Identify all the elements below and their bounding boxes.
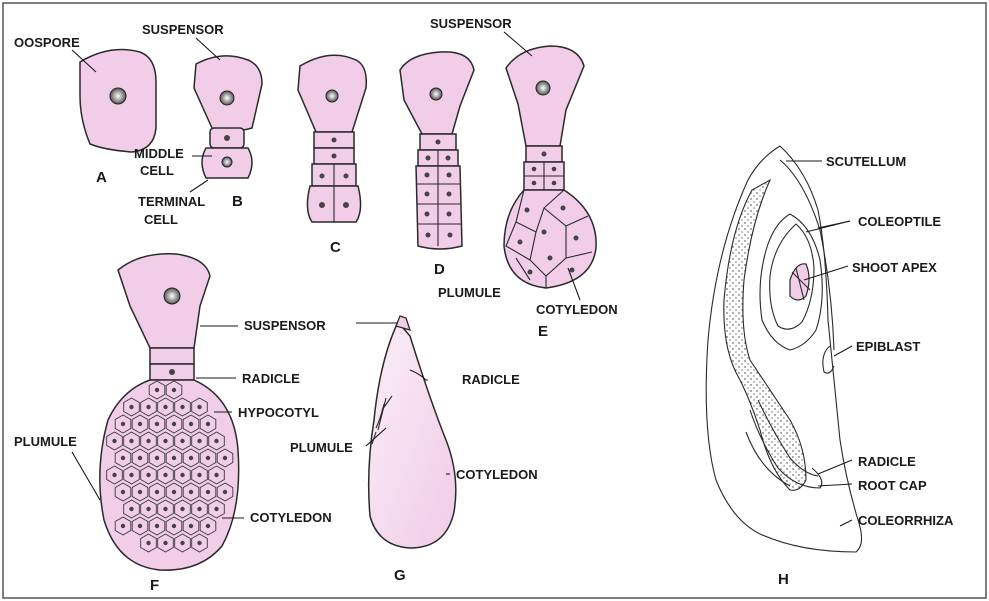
stage-f-cell-nucleus [121,490,125,494]
figure-letter-e: E [538,323,548,340]
stage-f-cell-nucleus [138,490,142,494]
stage-a-oospore [80,50,156,152]
label-root-cap: ROOT CAP [858,478,927,493]
stage-f-cell-nucleus [121,456,125,460]
stage-f-cell-nucleus [138,456,142,460]
figure-letter-d: D [434,261,445,278]
label-radicle-g: RADICLE [462,372,520,387]
stage-f-cell-nucleus [172,490,176,494]
stage-f-cell-nucleus [180,541,184,545]
stage-f-cell-nucleus [129,473,133,477]
stage-f-cell-nucleus [189,524,193,528]
label-plumule-e: PLUMULE [438,285,501,300]
label-scutellum: SCUTELLUM [826,154,906,169]
label-epiblast: EPIBLAST [856,339,920,354]
stage-f-cell-nucleus [138,524,142,528]
stage-f-cell-nucleus [163,405,167,409]
stage-f-cell-nucleus [189,422,193,426]
stage-f-cell-nucleus [112,439,116,443]
stage-f-cell-nucleus [172,422,176,426]
stage-f-cell-nucleus [206,490,210,494]
stage-f-cell-nucleus [197,473,201,477]
stage-f-cell-nucleus [146,507,150,511]
stage-f-cell-nucleus [163,473,167,477]
label-suspensor-f: SUSPENSOR [244,318,326,333]
stage-f-cell-nucleus [138,422,142,426]
stage-f-cell-nucleus [189,490,193,494]
figure-letter-a: A [96,169,107,186]
label-suspensor-b: SUSPENSOR [142,22,224,37]
stage-f-cell-nucleus [214,507,218,511]
label-plumule-g: PLUMULE [290,440,353,455]
label-coleorrhiza: COLEORRHIZA [858,513,954,528]
label-radicle-h: RADICLE [858,454,916,469]
stage-f-cell-nucleus [180,405,184,409]
label-plumule-f: PLUMULE [14,434,77,449]
stage-f-cell-nucleus [172,524,176,528]
stage-f-cell-nucleus [197,507,201,511]
stage-f-cell-nucleus [163,439,167,443]
stage-f-cell-nucleus [206,456,210,460]
figure-letter-h: H [778,571,789,588]
stage-f-cell-nucleus [155,524,159,528]
stage-f-cell-nucleus [155,422,159,426]
stage-f-cell-nucleus [146,405,150,409]
label-hypocotyl: HYPOCOTYL [238,405,319,420]
stage-f-cell-nucleus [172,388,176,392]
label-coleoptile: COLEOPTILE [858,214,941,229]
label-terminal: TERMINAL [138,194,205,209]
stage-f-cell-nucleus [112,473,116,477]
figure-letter-b: B [232,193,243,210]
label-radicle-f: RADICLE [242,371,300,386]
stage-f-cell-nucleus [121,422,125,426]
stage-f-cell-nucleus [155,456,159,460]
stage-f-cell-nucleus [197,405,201,409]
label-middle: MIDDLE [134,146,184,161]
stage-f-cell-nucleus [163,541,167,545]
figure-letter-c: C [330,239,341,256]
label-terminal-cell: CELL [144,212,178,227]
label-cotyledon-f: COTYLEDON [250,510,332,525]
stage-f-cell-nucleus [129,507,133,511]
stage-f-cell-nucleus [189,456,193,460]
stage-f-cell-nucleus [129,439,133,443]
stage-f-cell-nucleus [155,388,159,392]
label-cotyledon-e: COTYLEDON [536,302,618,317]
label-oospore: OOSPORE [14,35,80,50]
stage-f-cell-nucleus [197,439,201,443]
stage-f-cell-nucleus [163,507,167,511]
label-middle-cell: CELL [140,163,174,178]
stage-f-cell-nucleus [121,524,125,528]
label-suspensor-e: SUSPENSOR [430,16,512,31]
stage-f-cell-nucleus [129,405,133,409]
stage-f-cell-nucleus [197,541,201,545]
stage-f-cell-nucleus [146,541,150,545]
stage-f-cell-nucleus [223,490,227,494]
stage-f-cell-nucleus [206,422,210,426]
stage-f-cell-nucleus [180,439,184,443]
stage-f-cell-nucleus [206,524,210,528]
figure-letter-g: G [394,567,406,584]
stage-f-cell-nucleus [180,507,184,511]
figure-letter-f: F [150,577,159,594]
label-shoot-apex: SHOOT APEX [852,260,937,275]
label-cotyledon-g: COTYLEDON [456,467,538,482]
stage-f-cell-nucleus [214,439,218,443]
stage-f-cell-nucleus [214,473,218,477]
stage-f-cell-nucleus [223,456,227,460]
stage-f-cell-nucleus [180,473,184,477]
stage-f-cell-nucleus [146,439,150,443]
stage-f-cell-nucleus [146,473,150,477]
stage-f-cell-nucleus [172,456,176,460]
stage-f-cell-nucleus [155,490,159,494]
